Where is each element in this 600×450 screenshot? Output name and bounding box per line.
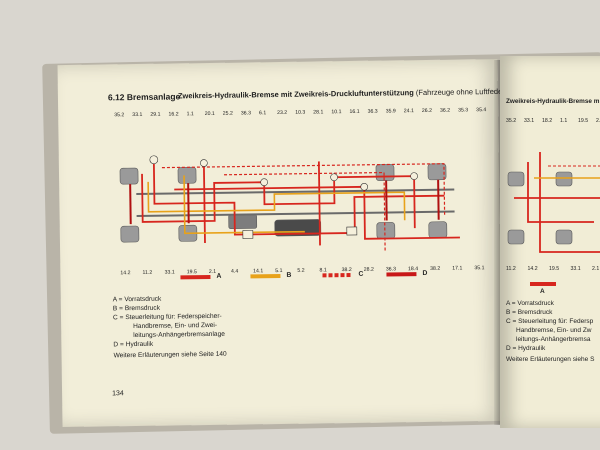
right-component-label: 1.1 — [560, 118, 568, 124]
subtitle-main: Zweikreis-Hydraulik-Bremse mit Zweikreis… — [177, 88, 414, 101]
right-legend-line: A = Vorratsdruck — [506, 300, 554, 307]
legend-line: Handbremse, Ein- und Zwei- — [133, 321, 218, 331]
right-subtitle: Zweikreis-Hydraulik-Bremse m — [506, 98, 600, 105]
right-component-label: 2.1 — [592, 266, 600, 272]
right-component-label: 33.1 — [524, 118, 535, 124]
legend-line: A = Vorratsdruck — [112, 295, 162, 304]
component-label: 10.3 — [295, 109, 306, 116]
component-label: 17.1 — [452, 265, 463, 272]
legend-line: leitungs-Anhängerbremsanlage — [133, 330, 225, 340]
component-label: 11.2 — [142, 269, 153, 276]
right-component-label: 19.5 — [549, 266, 560, 272]
component-label: 38.2 — [430, 265, 441, 272]
legend-line: D = Hydraulik — [113, 340, 154, 349]
component-label: 20.1 — [204, 110, 215, 118]
right-legend-line: C = Steuerleitung für: Federsp — [506, 318, 594, 325]
left-page: 6.12 Bremsanlage Zweikreis-Hydraulik-Bre… — [57, 58, 520, 428]
component-label: 33.1 — [164, 269, 175, 276]
component-label: 25.2 — [222, 110, 233, 117]
further-notes: Weitere Erläuterungen siehe Seite 140 — [113, 350, 227, 360]
key-swatch — [386, 272, 417, 277]
component-label: 35.4 — [476, 107, 487, 114]
component-label: 1.1 — [186, 111, 194, 118]
component-label: 16.1 — [349, 108, 360, 116]
right-page: Zweikreis-Hydraulik-Bremse m 35.2 33.1 18.… — [500, 56, 600, 428]
component-label: 6.1 — [258, 110, 267, 117]
key-swatch — [250, 273, 281, 279]
right-component-label: 2.0.1 — [596, 118, 600, 124]
component-label: 28.1 — [313, 109, 324, 116]
legend-line: C = Steuerleitung für: Federspeicher- — [112, 312, 222, 322]
section-number: 6.12 — [107, 92, 125, 103]
right-legend-line: Handbremse, Ein- und Zw — [516, 327, 592, 334]
component-label: 35.3 — [458, 107, 469, 114]
component-label: 24.1 — [403, 108, 414, 115]
right-component-label: 14.2 — [527, 266, 538, 272]
right-legend-line: B = Bremsdruck — [506, 309, 553, 316]
component-label: 35.9 — [385, 108, 396, 115]
right-component-label: 11.2 — [506, 266, 516, 272]
right-component-label: 35.2 — [506, 118, 517, 124]
key-letter: A — [216, 272, 222, 280]
right-key-bar — [530, 282, 556, 286]
brake-circuit-diagram — [119, 155, 460, 251]
right-diagram — [507, 152, 600, 253]
component-label: 4.4 — [230, 268, 239, 275]
right-legend-line: D = Hydraulik — [506, 345, 546, 352]
page-number: 134 — [112, 390, 124, 398]
key-letter: D — [422, 269, 428, 278]
component-label: 33.1 — [132, 111, 143, 119]
right-component-label: 18.2 — [542, 118, 553, 124]
component-label: 16.2 — [168, 111, 179, 118]
component-label: 14.2 — [120, 270, 131, 277]
key-swatch — [180, 274, 211, 280]
component-label: 29.1 — [150, 111, 161, 118]
right-component-label: 33.1 — [570, 266, 581, 272]
legend-line: B = Bremsdruck — [112, 304, 161, 313]
right-component-label: 19.5 — [578, 118, 589, 124]
key-letter: B — [286, 271, 292, 279]
right-legend-line: leitungs-Anhängerbremsa — [516, 336, 591, 343]
key-swatch — [322, 272, 353, 278]
component-label: 10.1 — [331, 109, 342, 116]
right-key-letter: A — [540, 288, 545, 295]
component-label: 36.2 — [439, 107, 451, 114]
section-title: Bremsanlage — [126, 91, 181, 103]
component-label: 26.2 — [421, 107, 433, 115]
component-label: 23.2 — [277, 109, 288, 117]
component-label: 36.3 — [367, 108, 378, 115]
component-label: 36.3 — [240, 110, 252, 117]
key-letter: C — [358, 270, 364, 278]
component-label: 5.2 — [297, 267, 305, 274]
diagram-subtitle: Zweikreis-Hydraulik-Bremse mit Zweikreis… — [178, 87, 520, 101]
component-label: 35.2 — [114, 112, 125, 119]
section-heading: 6.12 Bremsanlage — [108, 91, 180, 102]
component-label: 35.1 — [474, 265, 485, 272]
right-further-notes: Weitere Erläuterungen siehe S — [506, 356, 595, 363]
component-label: 28.2 — [363, 266, 374, 273]
